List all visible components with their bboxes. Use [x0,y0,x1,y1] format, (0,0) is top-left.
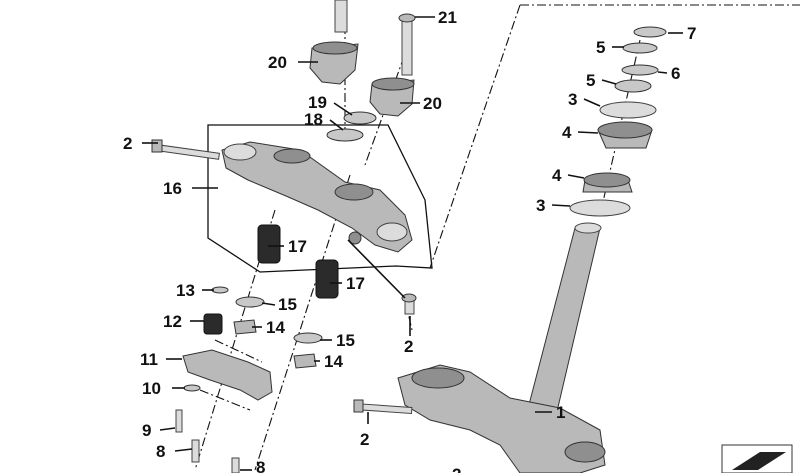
callout-16: 16 [163,179,182,198]
callout-2-lower: 2 [360,430,369,449]
callout-4-lower: 4 [552,166,562,185]
assembly-group-frame [207,124,433,273]
callout-6: 6 [671,64,680,83]
callout-3-upper: 3 [568,90,577,109]
leader-lines [142,16,683,471]
callout-9: 9 [142,421,151,440]
callout-14-lower: 14 [324,352,343,371]
nut-14-lower [293,353,317,369]
nut-14-upper [233,319,257,335]
handlebar-clamp-left [309,41,359,85]
callout-7: 7 [687,24,696,43]
callout-15-upper: 15 [278,295,297,314]
callout-18: 18 [304,110,323,129]
bolt-top-left-2 [151,139,220,160]
ring-7 [633,26,667,38]
screw-right-2 [401,293,417,315]
callout-labels: 21 20 20 19 18 2 16 17 17 2 13 15 12 14 … [123,8,696,473]
folded-sheet-icon [721,444,793,473]
screw-8a [191,439,200,463]
callout-14-upper: 14 [266,318,285,337]
bolt-lower-2 [353,399,413,415]
bracket-11 [182,349,273,401]
callout-2-right: 2 [404,337,413,356]
ring-5-upper [622,42,658,54]
callout-8-bottom: 8 [256,458,265,473]
seal-3-lower [569,199,631,217]
lower-triple-clamp [397,364,606,473]
callout-12: 12 [163,312,182,331]
clamp-bolt-top [334,0,416,76]
washer-10 [183,384,201,392]
screw-8b [231,457,240,473]
callout-17-upper: 17 [288,237,307,256]
callout-3-lower: 3 [536,196,545,215]
ring-6 [621,64,659,76]
callout-11: 11 [140,350,158,369]
callout-13: 13 [176,281,195,300]
callout-1: 1 [556,403,565,422]
washer-15-lower [293,332,323,344]
rubber-damper-left [257,224,281,264]
callout-20-right: 20 [423,94,442,113]
handlebar-clamp-right [369,77,415,117]
ring-18 [326,128,364,142]
callout-17-lower: 17 [346,274,365,293]
callout-15-lower: 15 [336,331,355,350]
callout-5-lower: 5 [586,71,595,90]
rubber-damper-right [315,259,339,299]
callout-8-left: 8 [156,442,165,461]
washer-15-upper [235,296,265,308]
callout-2-bottom: 2 [452,465,461,473]
upper-triple-clamp [221,141,413,253]
callout-21: 21 [438,8,457,27]
pin-9 [175,409,183,433]
callout-2-top: 2 [123,134,132,153]
callout-5-upper: 5 [596,38,605,57]
seal-3-upper [599,101,657,119]
spacer-12 [203,313,223,335]
steering-stem [524,222,602,421]
callout-20-left: 20 [268,53,287,72]
callout-19: 19 [308,93,327,112]
callout-4-upper: 4 [562,123,572,142]
callout-10: 10 [142,379,161,398]
ring-13 [211,286,229,294]
ring-5-lower [614,79,652,93]
